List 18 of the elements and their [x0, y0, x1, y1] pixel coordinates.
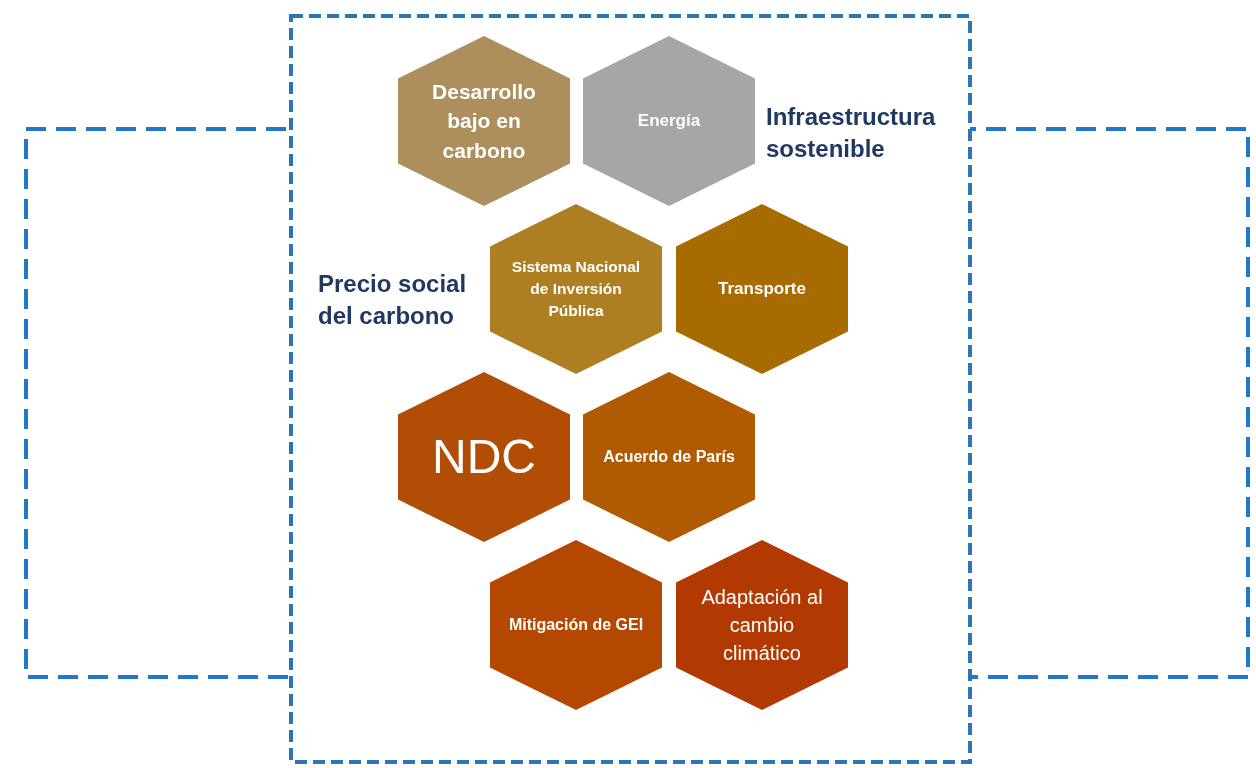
hexagon: [583, 36, 755, 206]
hexagon: [676, 540, 848, 710]
hexagon: [583, 372, 755, 542]
hexagon-label: Acuerdo de París: [603, 446, 735, 467]
section-heading: Infraestructura sostenible: [766, 102, 937, 164]
hexagon-label: NDC: [432, 433, 536, 481]
hexagon-label: Energía: [637, 110, 701, 133]
hexagon-label: Transporte: [718, 278, 806, 301]
hexagon: [490, 204, 662, 374]
hexagon: [490, 540, 662, 710]
hexagon-label: Mitigación de GEI: [508, 614, 644, 635]
hexagon-label: Sistema Nacional de Inversión Pública: [510, 257, 642, 321]
hexagon: [398, 36, 570, 206]
hexagon-label: Desarrollo bajo en carbono: [431, 78, 537, 164]
hexagon-label: Adaptación al cambio climático: [700, 585, 824, 666]
hexagon: [398, 372, 570, 542]
hexagon: [676, 204, 848, 374]
section-heading: Precio social del carbono: [318, 269, 468, 331]
